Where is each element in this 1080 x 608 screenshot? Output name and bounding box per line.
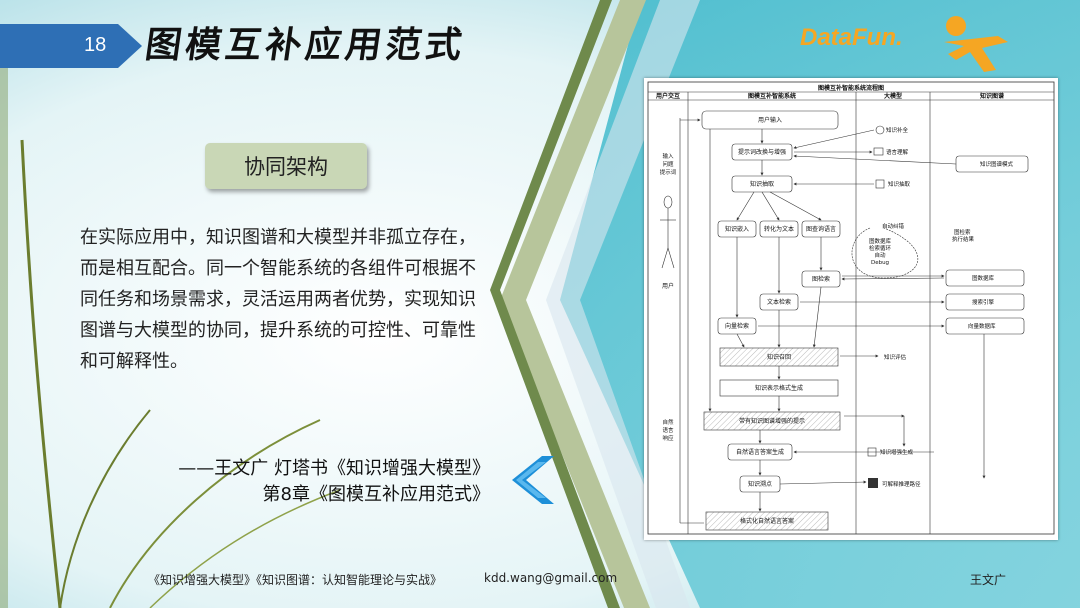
svg-text:提示词: 提示词 xyxy=(660,168,677,176)
lane-user: 用户交互 xyxy=(655,92,680,100)
node-graph-query-label: 图查询语言 xyxy=(806,225,836,233)
svg-text:输入: 输入 xyxy=(662,152,674,160)
datafun-logo: DataFun. xyxy=(800,24,903,51)
node-text-search-label: 文本检索 xyxy=(767,298,791,306)
user-input-label: 输入 问题 提示词 xyxy=(660,152,677,176)
llm-eval: 知识评估 xyxy=(884,353,907,361)
lane-kg: 知识图谱 xyxy=(980,92,1004,100)
svg-text:自动: 自动 xyxy=(874,251,886,259)
diagram-title: 图模互补智能系统流程图 xyxy=(818,84,884,92)
node-recall-label: 知识召回 xyxy=(767,353,791,361)
node-format-label: 知识表示格式生成 xyxy=(755,384,803,392)
node-prompt-enhance-label: 提示词改换与增强 xyxy=(738,148,786,156)
actor-label: 用户 xyxy=(662,282,674,290)
svg-text:自然: 自然 xyxy=(662,418,674,426)
slide-title: 图模互补应用范式 xyxy=(142,24,469,66)
kg-exec: 图检索 xyxy=(954,228,971,236)
slide-number-tag: 18 xyxy=(0,24,142,68)
node-kg-prompt xyxy=(703,411,841,431)
node-trace-label: 知识溯点 xyxy=(748,480,772,488)
node-kg-prompt-label: 带有知识图谱增强的提示 xyxy=(739,417,805,425)
kg-graphdb: 图数据库 xyxy=(972,274,995,282)
section-label-collaborative-architecture: 协同架构 xyxy=(205,143,367,189)
lane-system: 图模互补智能系统 xyxy=(748,92,796,100)
plus-circle-icon xyxy=(875,125,885,135)
footer-book-titles: 《知识增强大模型》《知识图谱：认知智能理论与实战》 xyxy=(148,573,443,587)
node-nl-answer-label: 自然语言答案生成 xyxy=(736,448,784,456)
node-final xyxy=(705,511,829,531)
kg-schema: 知识图谱模式 xyxy=(980,160,1014,168)
node-final-label: 格式化自然语言答案 xyxy=(740,517,794,525)
footer-email: kdd.wang@gmail.com xyxy=(484,571,618,585)
svg-text:检索循环: 检索循环 xyxy=(869,244,892,252)
llm-extract: 知识抽取 xyxy=(888,180,911,188)
node-to-text-label: 转化为文本 xyxy=(764,225,794,233)
llm-explain: 可解释推理路径 xyxy=(882,480,921,488)
node-knowledge-extract-label: 知识抽取 xyxy=(750,180,774,188)
user-actor-icon xyxy=(660,195,676,269)
lane-llm: 大模型 xyxy=(884,92,902,100)
node-vector-search-label: 向量检索 xyxy=(725,322,749,330)
reasoning-path-icon xyxy=(868,478,878,488)
svg-text:问题: 问题 xyxy=(662,160,674,168)
llm-complete: 知识补全 xyxy=(886,126,909,134)
llm-loop: 图数据库 xyxy=(869,237,892,245)
footer-author: 王文广 xyxy=(970,573,1007,587)
kg-vectordb: 向量数据库 xyxy=(968,322,996,330)
slide-number: 18 xyxy=(84,34,107,56)
flowchart-diagram: 图模互补智能系统流程图 用户交互 图模互补智能系统 大模型 知识图谱 用户 输入… xyxy=(644,78,1058,540)
svg-text:语言: 语言 xyxy=(662,426,674,434)
llm-understand: 语言理解 xyxy=(886,148,909,156)
svg-text:执行结果: 执行结果 xyxy=(952,235,975,243)
extract-icon xyxy=(875,179,885,189)
svg-text:Debug: Debug xyxy=(871,260,889,266)
quote-line-1: ——王文广 灯塔书《知识增强大模型》 xyxy=(178,458,490,479)
kg-vectordb-box xyxy=(945,317,1025,335)
node-knowledge-embed-label: 知识嵌入 xyxy=(725,225,749,233)
kg-graphdb-box xyxy=(945,269,1025,287)
node-vector-search xyxy=(717,317,757,335)
user-output-label: 自然 语言 响应 xyxy=(662,418,674,442)
runner-logo-icon xyxy=(944,16,1008,72)
llm-auto-correct: 自动纠错 xyxy=(882,222,905,230)
node-user-input xyxy=(701,110,839,130)
node-graph-search-label: 图检索 xyxy=(812,275,830,283)
kg-search-engine: 搜索引擎 xyxy=(972,298,995,306)
svg-text:响应: 响应 xyxy=(662,434,674,442)
node-user-input-label: 用户输入 xyxy=(758,116,782,124)
chevron-left-icon xyxy=(512,456,554,504)
body-paragraph: 在实际应用中，知识图谱和大模型并非孤立存在，而是相互配合。同一个智能系统的各组件… xyxy=(80,227,476,372)
quote-attribution: ——王文广 灯塔书《知识增强大模型》 第8章《图模互补应用范式》 xyxy=(138,456,490,508)
kg-search-engine-box xyxy=(945,293,1025,311)
quote-line-2: 第8章《图模互补应用范式》 xyxy=(262,484,490,505)
doc-icon xyxy=(873,147,884,156)
